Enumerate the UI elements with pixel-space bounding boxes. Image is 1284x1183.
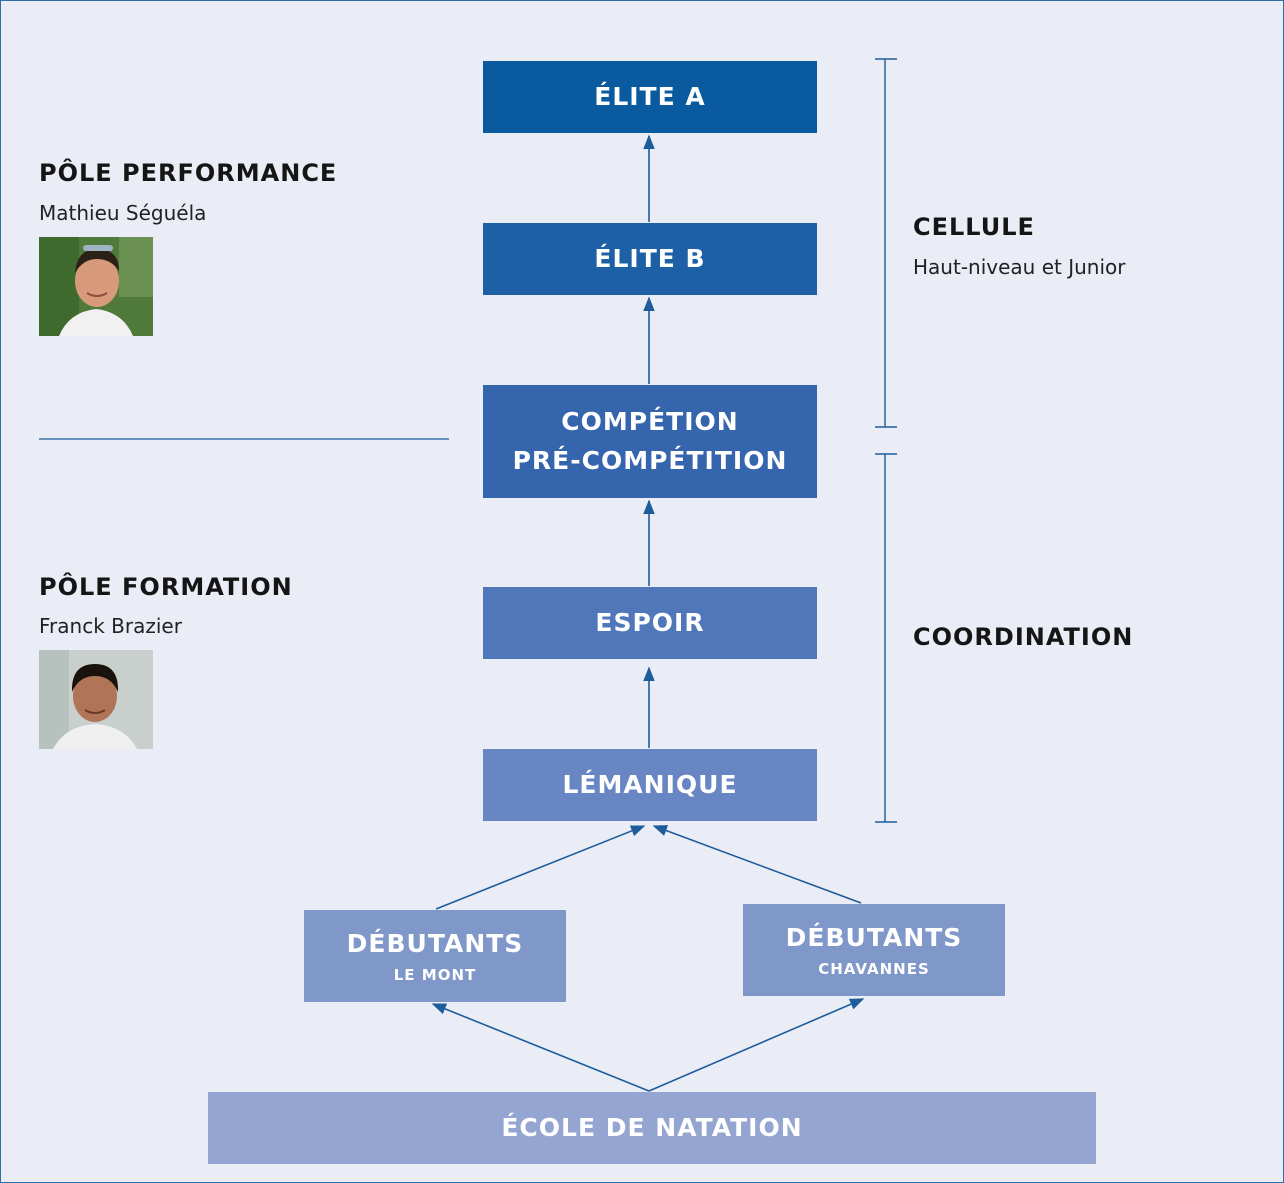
pole-formation-person: Franck Brazier xyxy=(39,614,182,638)
arrow-ecole-to-chavannes xyxy=(648,998,865,1092)
level-espoir: Espoir xyxy=(483,587,817,659)
arrow-mont-to-lemanique xyxy=(435,825,646,910)
level-debutants-chavannes: Débutants Chavannes xyxy=(743,904,1005,996)
debutants-chavannes-label: Débutants xyxy=(785,923,963,952)
debutants-mont-sublabel: Le Mont xyxy=(393,965,477,984)
group-coordination-title: Coordination xyxy=(913,623,1134,651)
level-debutants-le-mont: Débutants Le Mont xyxy=(304,910,566,1002)
level-espoir-label: Espoir xyxy=(595,607,705,637)
group-cellule-subtitle: Haut-niveau et Junior xyxy=(913,255,1126,279)
arrow-ecole-to-mont xyxy=(431,1003,650,1092)
level-elite-b-label: Élite B xyxy=(594,243,706,273)
formation-portrait-photo xyxy=(39,650,153,749)
level-competition: Compétion Pré-compétition xyxy=(483,385,817,498)
debutants-chavannes-sublabel: Chavannes xyxy=(818,959,930,978)
performance-portrait-photo xyxy=(39,237,153,336)
level-competition-label: Compétion xyxy=(561,406,739,436)
level-ecole-de-natation: École de natation xyxy=(208,1092,1096,1164)
group-cellule-title: Cellule xyxy=(913,213,1035,241)
pole-performance-title: Pôle performance xyxy=(39,159,338,187)
pole-performance-person: Mathieu Séguéla xyxy=(39,201,207,225)
level-precompetition-label: Pré-compétition xyxy=(512,445,788,475)
level-lemanique: Lémanique xyxy=(483,749,817,821)
ecole-label: École de natation xyxy=(501,1112,803,1142)
pole-formation-title: Pôle formation xyxy=(39,573,293,601)
level-elite-a: Élite A xyxy=(483,61,817,133)
debutants-mont-label: Débutants xyxy=(346,929,524,958)
level-elite-b: Élite B xyxy=(483,223,817,295)
level-elite-a-label: Élite A xyxy=(594,81,706,111)
level-lemanique-label: Lémanique xyxy=(562,769,738,799)
arrow-chavannes-to-lemanique xyxy=(652,825,862,904)
